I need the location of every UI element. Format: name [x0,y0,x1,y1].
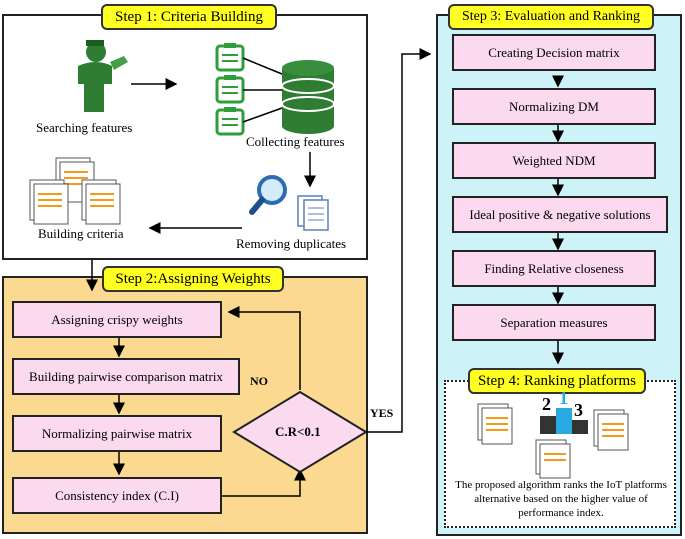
documents-stack-icon [29,157,121,225]
step3-box-separation: Separation measures [452,304,656,341]
ranking-description: The proposed algorithm ranks the IoT pla… [455,479,667,519]
step3-box-decision-matrix: Creating Decision matrix [452,34,656,71]
clipboard-icons [215,43,283,136]
ranking-documents-icon [477,403,629,479]
podium-icon [540,408,588,434]
database-icon [281,60,335,134]
podium-rank-2: 2 [542,394,551,414]
step2-box-normalizing: Normalizing pairwise matrix [12,415,222,452]
removing-duplicates-label: Removing duplicates [236,236,347,251]
step2-title: Step 2:Assigning Weights [102,266,284,292]
step3-box-normalizing-dm: Normalizing DM [452,88,656,125]
step2-box-assigning: Assigning crispy weights [12,301,222,338]
building-criteria-label: Building criteria [38,226,124,241]
step4-title: Step 4: Ranking platforms [468,368,646,394]
magnifier-documents-icon [249,175,329,231]
searching-features-label: Searching features [36,120,133,135]
yes-label: YES [370,406,394,420]
step3-box-relative-closeness: Finding Relative closeness [452,250,656,287]
podium-rank-3: 3 [574,400,583,420]
collecting-features-label: Collecting features [246,134,345,149]
decision-diamond [232,390,368,474]
no-label: NO [250,374,268,388]
person-search-icon [78,40,128,112]
step3-box-weighted-ndm: Weighted NDM [452,142,656,179]
decision-label: C.R<0.1 [275,424,321,439]
step3-box-ideal-solutions: Ideal positive & negative solutions [452,196,668,233]
podium-rank-1: 1 [559,388,568,408]
step1-title: Step 1: Criteria Building [101,4,277,30]
step3-title: Step 3: Evaluation and Ranking [448,4,654,30]
step2-box-consistency: Consistency index (C.I) [12,477,222,514]
step2-box-pairwise: Building pairwise comparison matrix [12,358,240,395]
